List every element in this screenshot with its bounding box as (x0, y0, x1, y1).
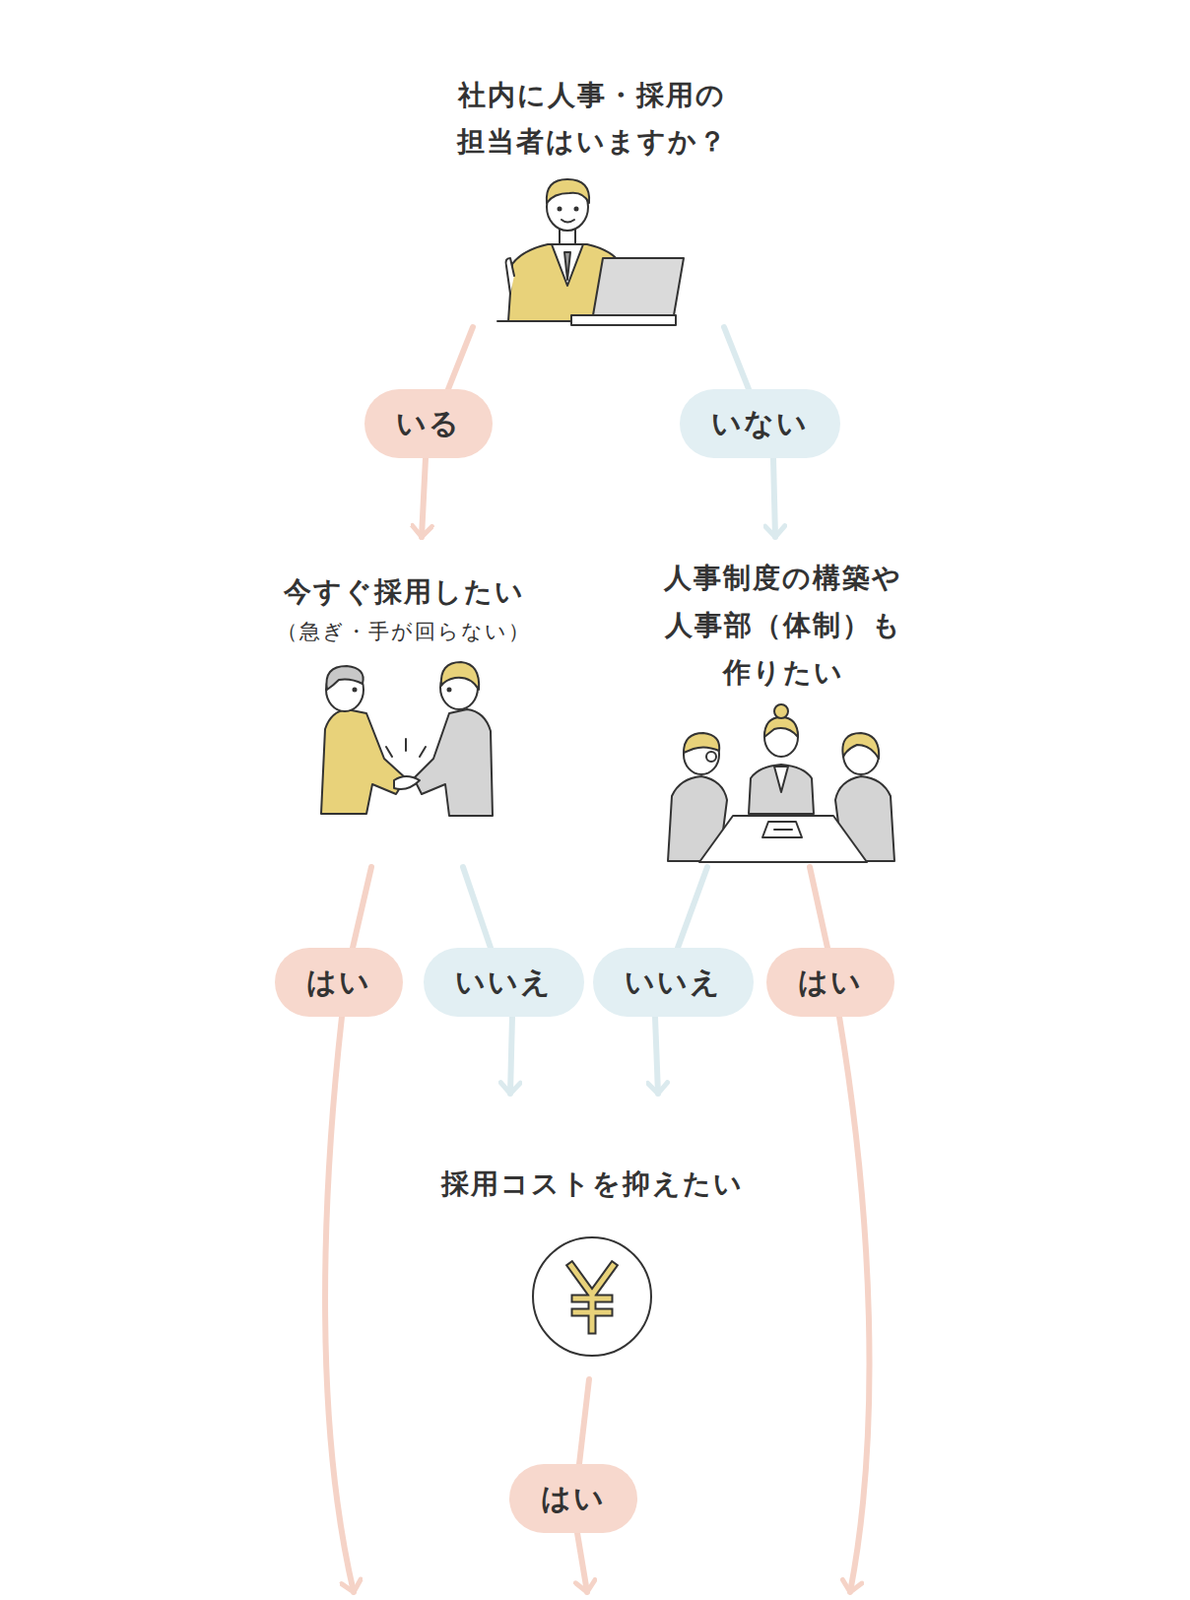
answer-text: いいえ (455, 964, 553, 1000)
answer-pill: いいえ (423, 947, 585, 1017)
meeting-illustration (667, 704, 895, 862)
flow-connector (510, 1016, 513, 1094)
flow-connector (677, 866, 708, 948)
table (699, 815, 867, 862)
question-text: 今すぐ採用したい (283, 572, 526, 612)
head (764, 717, 798, 757)
connector-layer (352, 327, 828, 1464)
jacket (321, 709, 406, 814)
laptop-screen (593, 258, 684, 316)
paper-line (774, 828, 793, 831)
answer-pill: いる (364, 389, 493, 459)
question-node: 人事制度の構築や 人事部（体制）も 作りたい (630, 536, 936, 867)
handshake-illustration (321, 661, 493, 816)
clasped-hands (394, 776, 420, 790)
hair (546, 179, 590, 203)
spark-lines (386, 738, 426, 757)
flow-connector (724, 327, 749, 390)
flow-connector (655, 1016, 659, 1094)
person-at-laptop-illustration (497, 179, 684, 326)
yen-glyph (571, 1265, 613, 1330)
question-text: 人事制度の構築や 人事部（体制）も 作りたい (630, 554, 936, 697)
paper (762, 821, 802, 838)
glasses (706, 751, 717, 762)
flow-connector (773, 458, 776, 537)
flow-connector (462, 866, 491, 948)
answer-text: はい (797, 964, 863, 1000)
jacket (413, 709, 493, 816)
answer-pill: はい (274, 947, 403, 1017)
flow-connector (809, 866, 828, 948)
answer-text: いいえ (624, 964, 723, 1000)
flow-connector (421, 458, 426, 537)
eye (448, 688, 452, 692)
hair (441, 661, 479, 690)
hair-bun (774, 704, 789, 719)
continuation-arrows (325, 1016, 869, 1592)
shirt (551, 244, 584, 286)
desk-line (497, 320, 572, 323)
question-node: 今すぐ採用したい（急ぎ・手が回らない） (256, 536, 552, 867)
eye (353, 688, 357, 692)
raised-hand (506, 258, 516, 294)
question-text: 採用コストを抑えたい (441, 1164, 744, 1204)
continuation-arrow (839, 1016, 870, 1592)
flow-connector (448, 327, 473, 390)
answer-text: いない (711, 405, 809, 442)
hair (842, 732, 879, 759)
laptop-base (571, 315, 676, 326)
question-text: （急ぎ・手が回らない） (276, 611, 531, 652)
tie (564, 252, 571, 280)
question-node: 社内に人事・採用の 担当者はいますか？ (413, 68, 771, 328)
continuation-arrow (325, 1016, 354, 1592)
answer-text: はい (306, 964, 372, 1000)
answer-pill: いない (679, 389, 841, 459)
question-node: 採用コストを抑えたい (394, 1093, 791, 1380)
mouth (561, 219, 575, 223)
body (748, 764, 814, 814)
yen-glyph-outline (571, 1265, 613, 1330)
hair (764, 717, 798, 737)
eye (575, 207, 579, 211)
answer-text: はい (540, 1480, 606, 1517)
hair (326, 665, 363, 690)
flow-connector (352, 866, 372, 948)
continuation-arrow (577, 1532, 588, 1592)
answer-pill: いいえ (593, 947, 754, 1017)
answer-pill: はい (509, 1463, 638, 1533)
hair (683, 732, 720, 753)
answer-pill: はい (766, 947, 895, 1017)
coin-circle (532, 1237, 652, 1356)
flow-connector (579, 1379, 590, 1464)
question-text: 社内に人事・採用の 担当者はいますか？ (413, 71, 771, 165)
answer-text: いる (396, 405, 462, 442)
shirt (774, 766, 789, 793)
eye (558, 207, 562, 211)
yen-coin-symbol (532, 1237, 652, 1356)
